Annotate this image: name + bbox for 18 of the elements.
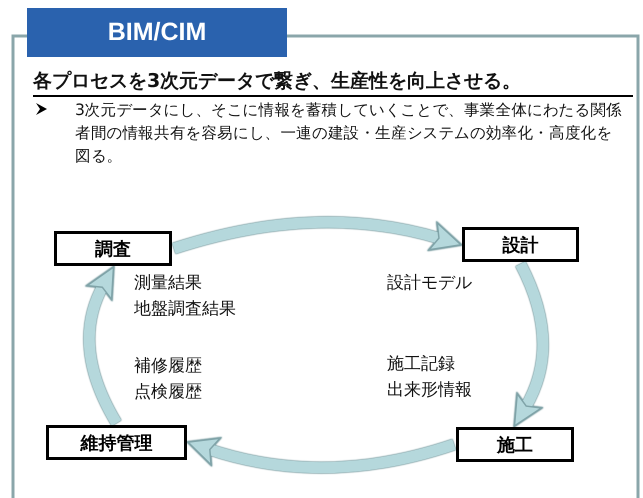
data-label: 地盤調査結果 xyxy=(134,298,236,320)
bullet-paragraph: 3次元データにし、そこに情報を蓄積していくことで、事業全体にわたる関係者間の情報共有を容易にし、一連の建設・生産システムの効率化・高度化を図る。 xyxy=(75,100,623,167)
cycle-arrow xyxy=(187,437,456,474)
title-tab: BIM/CIM xyxy=(27,8,287,57)
data-label: 補修履歴 xyxy=(134,355,202,377)
data-label: 設計モデル xyxy=(387,272,472,294)
cycle-arrow xyxy=(172,216,462,254)
heading: 各プロセスを3次元データで繋ぎ、生産性を向上させる。 xyxy=(33,68,633,97)
cycle-arrow xyxy=(84,266,122,426)
process-box: 調査 xyxy=(54,231,172,266)
process-box: 施工 xyxy=(456,427,574,462)
cycle-arrow xyxy=(514,262,548,428)
data-label: 出来形情報 xyxy=(387,379,472,401)
data-label: 施工記録 xyxy=(387,353,455,375)
data-label: 点検履歴 xyxy=(134,381,202,403)
data-label: 測量結果 xyxy=(134,272,202,294)
process-box: 維持管理 xyxy=(46,425,187,460)
process-box: 設計 xyxy=(462,227,579,262)
